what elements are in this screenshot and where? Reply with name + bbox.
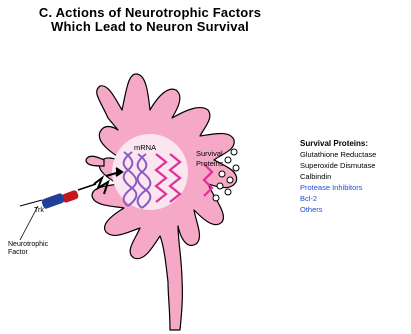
legend-heading: Survival Proteins: <box>300 138 376 149</box>
survival-proteins-label-1: Survival <box>196 149 223 158</box>
neurotrophic-factor-label-1: Neurotrophic <box>8 241 49 248</box>
legend-item: Glutathione Reductase <box>300 149 376 160</box>
mrna-label: mRNA <box>134 143 156 152</box>
legend-item: Bcl-2 <box>300 193 376 204</box>
legend-item: Others <box>300 204 376 215</box>
neurotrophic-factor-label-2: Factor <box>8 249 29 256</box>
legend-item: Calbindin <box>300 171 376 182</box>
dendrite-left <box>86 156 104 166</box>
trk-receptor <box>61 184 96 203</box>
survival-proteins-label-2: Proteins <box>196 159 224 168</box>
survival-proteins-legend: Survival Proteins: Glutathione Reductase… <box>300 138 376 215</box>
factor-pointer-line <box>20 206 38 240</box>
legend-item: Protease Inhibitors <box>300 182 376 193</box>
legend-item: Superoxide Dismutase <box>300 160 376 171</box>
